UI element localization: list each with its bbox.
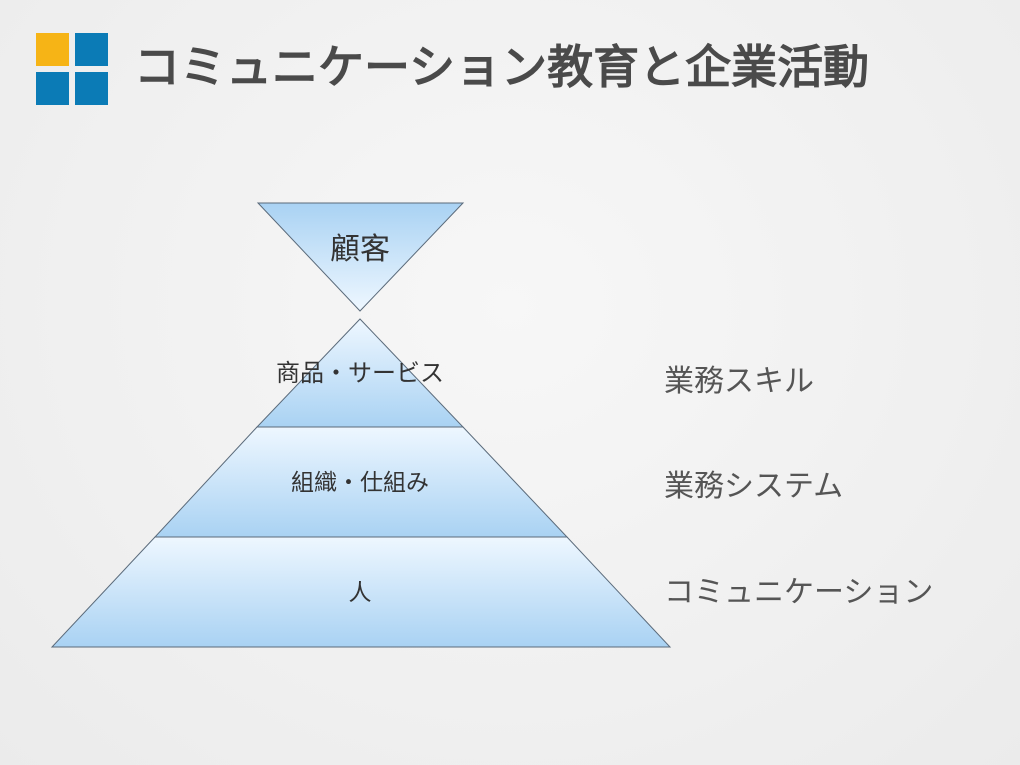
pyramid-tier-middle-label: 組織・仕組み xyxy=(291,470,429,496)
pyramid-tier-bottom xyxy=(50,536,672,648)
slide-title: コミュニケーション教育と企業活動 xyxy=(134,40,870,94)
side-label-business-system: 業務システム xyxy=(664,469,844,504)
customer-triangle xyxy=(256,202,465,312)
pyramid-tier-bottom-label: 人 xyxy=(348,580,372,606)
pyramid-tier-top-label: 商品・サービス xyxy=(276,359,444,387)
customer-label: 顧客 xyxy=(330,232,390,267)
logo-square-yellow xyxy=(36,33,69,66)
logo-icon xyxy=(36,33,108,105)
logo-square-blue-bottom-right xyxy=(75,72,108,105)
side-label-business-skill: 業務スキル xyxy=(664,364,814,399)
logo-square-blue-bottom-left xyxy=(36,72,69,105)
logo-square-blue-top-right xyxy=(75,33,108,66)
side-label-communication: コミュニケーション xyxy=(664,575,934,610)
